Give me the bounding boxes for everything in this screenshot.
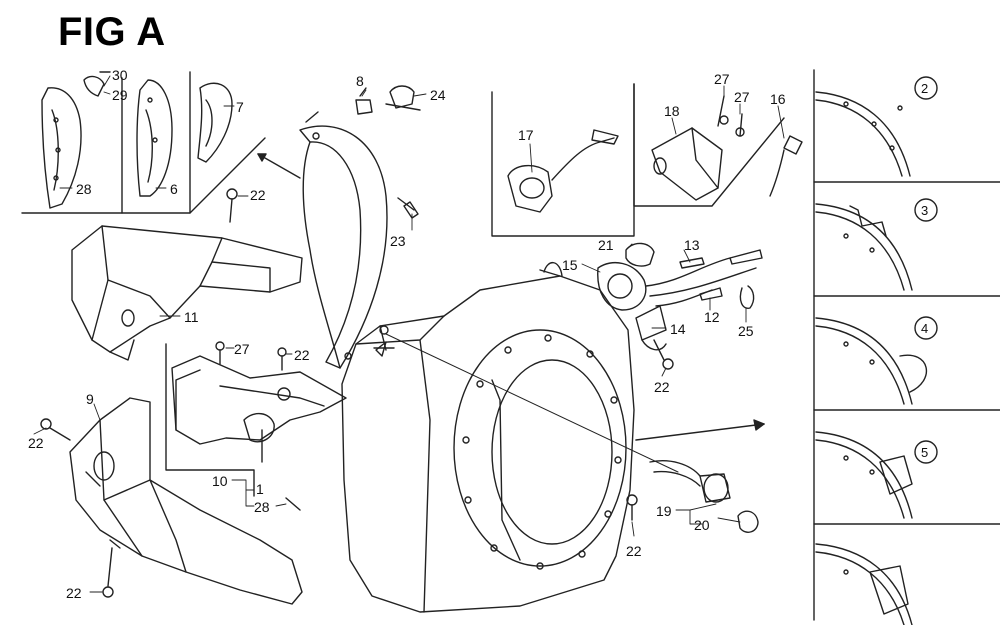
plate-6 (136, 79, 173, 197)
wiring-group (597, 242, 763, 370)
figure-title: FIG A (58, 10, 166, 54)
callout-24: 24 (430, 87, 446, 103)
callout-18: 18 (664, 103, 680, 119)
fan-housing (341, 262, 679, 613)
callout-28: 28 (76, 181, 92, 197)
callout-27: 27 (714, 71, 730, 87)
callout-25: 25 (738, 323, 754, 339)
sensor-box-17 (491, 83, 635, 237)
callout-22: 22 (654, 379, 670, 395)
callout-8: 8 (356, 73, 364, 89)
callout-27: 27 (234, 341, 250, 357)
panel-number-5: 5 (921, 445, 928, 460)
callout-6: 6 (170, 181, 178, 197)
panel-numbers: 2 3 4 5 (921, 81, 928, 460)
callout-22: 22 (66, 585, 82, 601)
bracket-box-18 (633, 83, 803, 207)
callout-14: 14 (670, 321, 686, 337)
plate-28 (41, 87, 82, 209)
callout-7: 7 (236, 99, 244, 115)
callout-23: 23 (390, 233, 406, 249)
callout-9: 9 (86, 391, 94, 407)
callouts: 30 29 28 6 7 8 24 22 23 11 27 22 9 22 10… (28, 67, 786, 601)
callout-29: 29 (112, 87, 128, 103)
control-bracket-10 (165, 343, 347, 511)
panel-3-badge (914, 198, 938, 222)
callout-21: 21 (598, 237, 614, 253)
callout-22: 22 (294, 347, 310, 363)
callout-13: 13 (684, 237, 700, 253)
callout-1: 1 (256, 481, 264, 497)
panel-4-badge (914, 316, 938, 340)
callout-27: 27 (734, 89, 750, 105)
callout-17: 17 (518, 127, 534, 143)
callout-15: 15 (562, 257, 578, 273)
callout-11: 11 (184, 309, 199, 325)
panel-2-badge (914, 76, 938, 100)
detail-panels (813, 69, 1000, 626)
callout-19: 19 (656, 503, 672, 519)
curved-shroud-23 (299, 111, 419, 369)
callout-28: 28 (254, 499, 270, 515)
callout-22: 22 (250, 187, 266, 203)
callout-22: 22 (28, 435, 44, 451)
screws-upper (215, 188, 287, 371)
callout-12: 12 (704, 309, 720, 325)
small-fasteners-8-24 (355, 85, 421, 115)
panel-5-badge (914, 440, 938, 464)
callout-10: 10 (212, 473, 228, 489)
lower-air-guide-9 (40, 397, 303, 605)
callout-16: 16 (770, 91, 786, 107)
panel-number-3: 3 (921, 203, 928, 218)
panel-number-2: 2 (921, 81, 928, 96)
callout-22: 22 (626, 543, 642, 559)
plate-7 (197, 82, 233, 163)
leader-lines (33, 75, 785, 593)
upper-air-guide-11 (71, 225, 303, 361)
callout-30: 30 (112, 67, 128, 83)
top-left-plates-group (21, 71, 301, 214)
panel-number-4: 4 (921, 321, 928, 336)
callout-20: 20 (694, 517, 710, 533)
connector-19-20 (626, 460, 759, 533)
